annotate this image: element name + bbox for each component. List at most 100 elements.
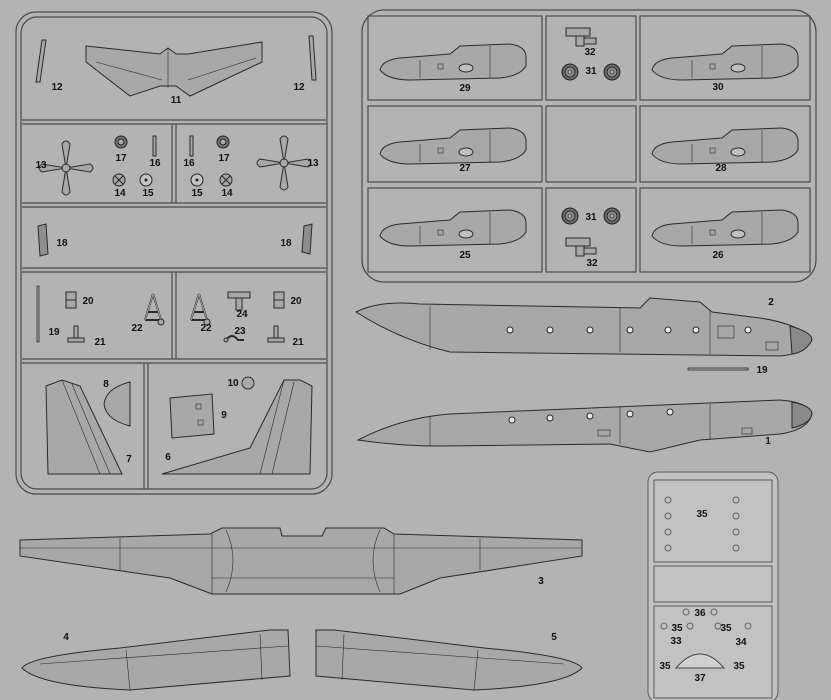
label-part-3: 3 — [538, 576, 544, 587]
part-26-nacelle — [651, 209, 799, 247]
label-part-31-top: 31 — [585, 66, 597, 77]
part-31-wheel-top-left — [561, 63, 579, 81]
label-part-15-left: 15 — [142, 188, 154, 199]
label-part-33: 33 — [670, 636, 682, 647]
part-12-right — [308, 35, 317, 81]
part-29-nacelle — [379, 43, 527, 81]
part-9-panel — [169, 393, 215, 439]
label-part-25: 25 — [459, 250, 471, 261]
label-part-6: 6 — [165, 452, 171, 463]
part-30-nacelle — [651, 43, 799, 81]
part-19-rod — [36, 285, 40, 343]
label-part-5: 5 — [551, 632, 557, 643]
label-part-24: 24 — [236, 309, 248, 320]
label-part-21-right: 21 — [292, 337, 304, 348]
part-14-left — [112, 173, 126, 187]
part-17-left — [114, 135, 128, 149]
part-31-wheel-bottom-right — [603, 207, 621, 225]
part-31-wheel-bottom-left — [561, 207, 579, 225]
label-part-20-right: 20 — [290, 296, 302, 307]
label-part-26: 26 — [712, 250, 724, 261]
label-part-17-left: 17 — [115, 153, 127, 164]
label-part-20-left: 20 — [82, 296, 94, 307]
label-part-35-bottom-right: 35 — [733, 661, 745, 672]
part-1-fuselage-half — [356, 399, 813, 453]
part-13-propeller-right — [256, 135, 312, 191]
label-part-19-fuselage: 19 — [756, 365, 768, 376]
part-16-left — [152, 135, 157, 157]
label-part-35-top: 35 — [696, 509, 708, 520]
part-8-fairing — [103, 381, 131, 427]
part-7-fin-left — [45, 379, 123, 475]
main-sprue-frame — [15, 11, 333, 495]
part-4-outer-wing — [21, 629, 291, 691]
label-part-16-left: 16 — [149, 158, 161, 169]
label-part-28: 28 — [715, 163, 727, 174]
label-part-2: 2 — [768, 297, 774, 308]
label-part-30: 30 — [712, 82, 724, 93]
label-part-31-bottom: 31 — [585, 212, 597, 223]
part-16-right — [189, 135, 194, 157]
label-part-27: 27 — [459, 163, 471, 174]
part-18-right — [301, 223, 313, 255]
label-part-34: 34 — [735, 637, 747, 648]
part-23 — [223, 335, 244, 343]
label-part-19: 19 — [48, 327, 60, 338]
label-part-18-left: 18 — [56, 238, 68, 249]
label-part-11: 11 — [170, 95, 182, 106]
label-part-35-bottom-left: 35 — [659, 661, 671, 672]
part-25-nacelle — [379, 209, 527, 247]
label-part-21-left: 21 — [94, 337, 106, 348]
part-15-left — [139, 173, 153, 187]
label-part-32-top: 32 — [584, 47, 596, 58]
part-3-center-wing — [19, 527, 583, 595]
part-28-nacelle — [651, 127, 799, 165]
label-part-10: 10 — [227, 378, 239, 389]
label-part-37: 37 — [694, 673, 706, 684]
label-part-8: 8 — [103, 379, 109, 390]
part-2-fuselage-half — [354, 297, 813, 357]
label-part-14-right: 14 — [221, 188, 233, 199]
label-part-14-left: 14 — [114, 188, 126, 199]
part-14-right — [219, 173, 233, 187]
part-20-right — [273, 291, 285, 309]
part-27-nacelle — [379, 127, 527, 165]
label-part-17-right: 17 — [218, 153, 230, 164]
part-21-left — [67, 325, 85, 343]
part-13-propeller-left — [38, 140, 94, 196]
part-22-gear-left — [144, 293, 165, 326]
part-21-right — [267, 325, 285, 343]
label-part-16-right: 16 — [183, 158, 195, 169]
part-24 — [227, 291, 251, 311]
label-part-9: 9 — [221, 410, 227, 421]
label-part-18-right: 18 — [280, 238, 292, 249]
clear-parts-sprue — [647, 471, 779, 700]
label-part-35-mid-right: 35 — [720, 623, 732, 634]
label-part-36: 36 — [694, 608, 706, 619]
part-6-fin-right — [161, 379, 313, 475]
part-31-wheel-top-right — [603, 63, 621, 81]
label-part-4: 4 — [63, 632, 69, 643]
part-32-bracket-top — [565, 27, 597, 47]
label-part-7: 7 — [126, 454, 132, 465]
part-11-tailplane — [85, 41, 263, 97]
label-part-22-left: 22 — [131, 323, 143, 334]
part-12-left — [35, 39, 47, 83]
label-part-22-right: 22 — [200, 323, 212, 334]
part-19-strip — [687, 367, 749, 371]
label-part-35-mid-left: 35 — [671, 623, 683, 634]
engine-sprue-frame — [361, 9, 817, 283]
label-part-12-right: 12 — [293, 82, 305, 93]
part-20-left — [65, 291, 77, 309]
part-15-right — [190, 173, 204, 187]
label-part-23: 23 — [234, 326, 246, 337]
part-32-bracket-bottom — [565, 237, 597, 257]
part-17-right — [216, 135, 230, 149]
part-18-left — [37, 223, 49, 257]
part-5-outer-wing — [315, 629, 583, 691]
label-part-12-left: 12 — [51, 82, 63, 93]
label-part-1: 1 — [765, 436, 771, 447]
label-part-13-left: 13 — [35, 160, 47, 171]
label-part-15-right: 15 — [191, 188, 203, 199]
